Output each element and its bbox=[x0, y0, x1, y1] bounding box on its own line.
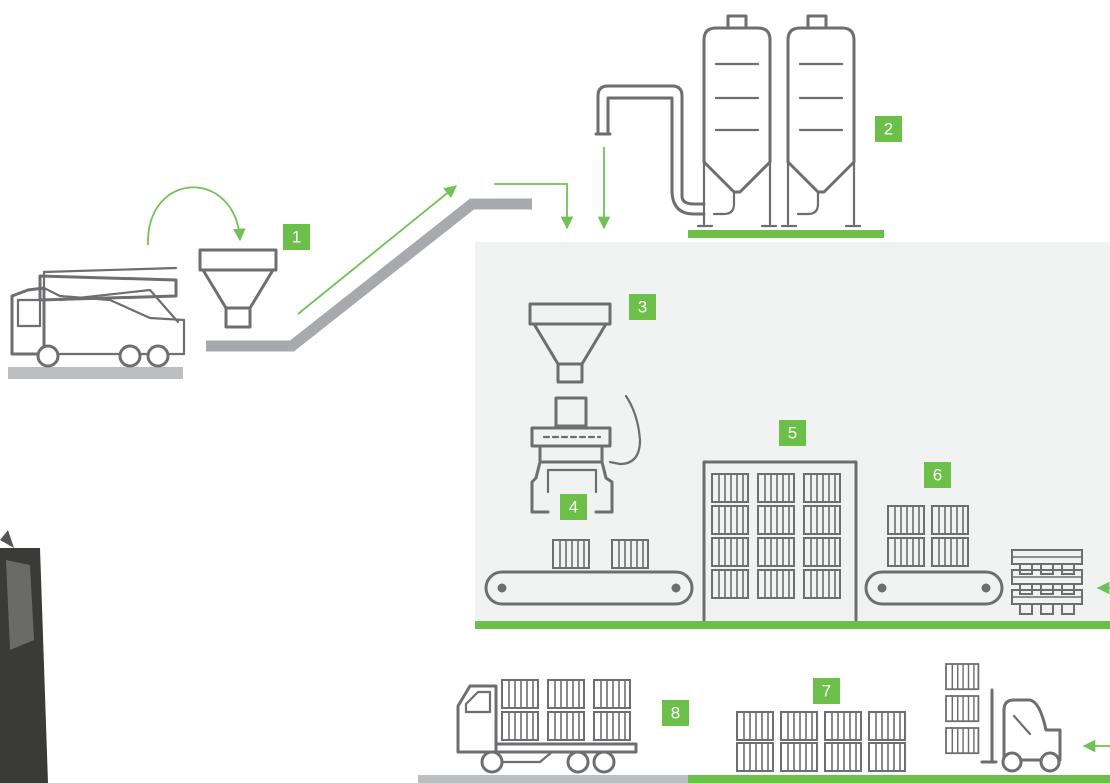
truck-ground bbox=[8, 367, 183, 379]
step-5-badge bbox=[779, 420, 806, 446]
loading-ground bbox=[418, 775, 688, 783]
silo-icon bbox=[780, 14, 862, 228]
step-3-badge bbox=[629, 294, 656, 320]
step-4-label: 4 bbox=[569, 498, 578, 517]
step-6-badge bbox=[924, 462, 951, 488]
brick-stack-icon bbox=[945, 663, 980, 755]
inclined-conveyor-icon bbox=[206, 198, 532, 352]
photo-detail bbox=[0, 530, 14, 548]
arrow-conveyor-to-factory bbox=[494, 183, 574, 230]
robot-gripper-icon bbox=[530, 394, 642, 514]
forklift-icon bbox=[980, 688, 1062, 773]
flatbed-truck-icon bbox=[456, 684, 638, 774]
feed-hopper-icon bbox=[528, 302, 612, 384]
step-7-label: 7 bbox=[822, 682, 831, 701]
yard-ground bbox=[688, 775, 1110, 783]
silo-icon bbox=[696, 14, 778, 228]
step-2-label: 2 bbox=[884, 120, 893, 139]
brick-stack-icon bbox=[736, 711, 906, 772]
factory-floor-line bbox=[475, 621, 1110, 629]
kiln-icon bbox=[702, 460, 858, 622]
step-2-badge bbox=[875, 116, 902, 142]
step-4-badge bbox=[560, 494, 587, 520]
arrow-truck-to-hopper bbox=[147, 186, 246, 246]
hopper-icon bbox=[198, 248, 278, 329]
silo-platform bbox=[688, 230, 884, 238]
step-5-label: 5 bbox=[788, 424, 797, 443]
step-1-badge bbox=[283, 224, 310, 250]
step-8-badge bbox=[662, 700, 689, 726]
step-7-badge bbox=[813, 678, 840, 704]
step-3-label: 3 bbox=[638, 298, 647, 317]
brick-stack-icon bbox=[501, 679, 631, 741]
step-8-label: 8 bbox=[671, 704, 680, 723]
step-1-label: 1 bbox=[292, 228, 301, 247]
conveyor-belt-icon bbox=[864, 570, 1004, 606]
arrow-conveyor-up bbox=[297, 185, 457, 315]
step-6-label: 6 bbox=[933, 466, 942, 485]
photo-detail bbox=[6, 560, 34, 650]
dump-truck-icon bbox=[10, 266, 186, 368]
pneumatic-pipe-icon bbox=[594, 84, 706, 216]
conveyor-belt-icon bbox=[484, 570, 694, 606]
